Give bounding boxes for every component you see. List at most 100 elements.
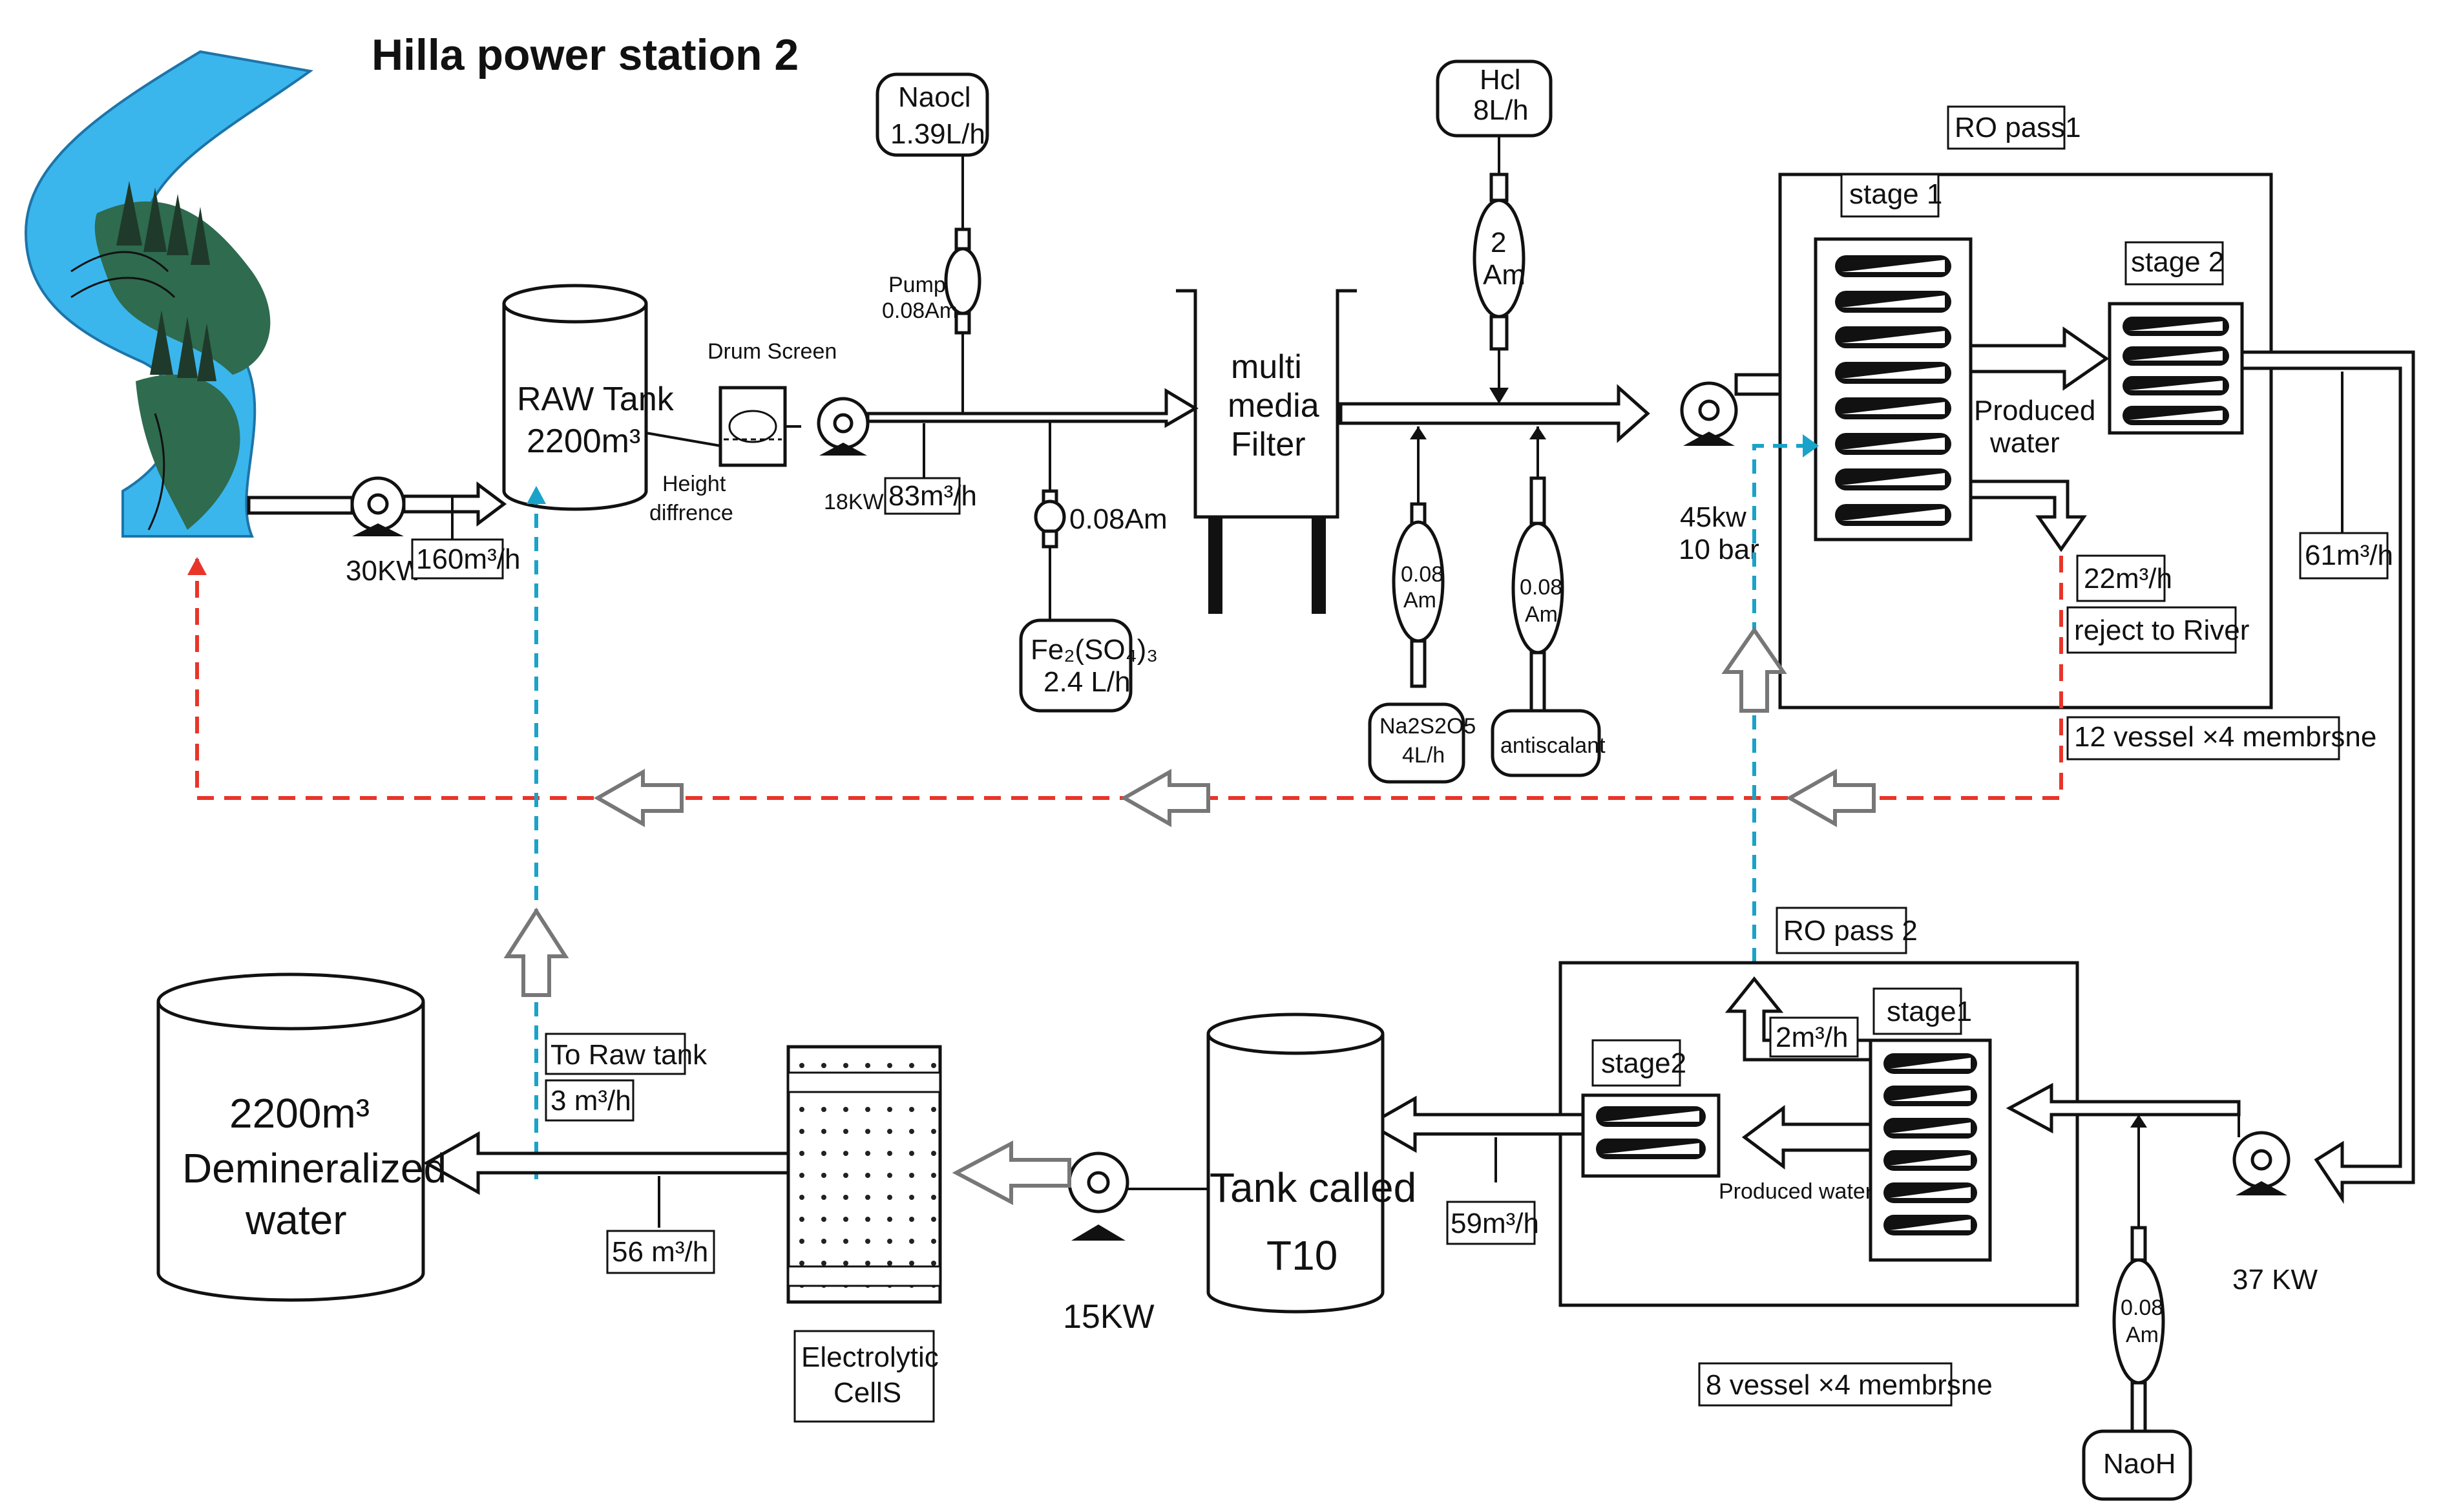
ro1-stage2: stage 2 bbox=[2131, 246, 2224, 278]
to-raw-label: To Raw tank bbox=[550, 1039, 708, 1071]
height-diff-l2: diffrence bbox=[649, 501, 733, 525]
hcl-tank bbox=[1436, 59, 1553, 138]
anti-injection-arrow bbox=[1529, 426, 1546, 439]
ro2-stage2: stage2 bbox=[1601, 1047, 1686, 1079]
reject-to-river: reject to River bbox=[2074, 614, 2249, 646]
t10-l1: Tank called bbox=[1210, 1164, 1416, 1211]
naocl-pump bbox=[944, 227, 981, 335]
demineralized-water-tank bbox=[156, 972, 425, 1302]
anti-pump-l2: Am bbox=[1525, 602, 1558, 627]
reject-return-head bbox=[187, 557, 207, 575]
ro1-vessels: 12 vessel ×4 membrsne bbox=[2074, 721, 2376, 753]
flow-83-box bbox=[884, 477, 961, 515]
ro2-produced: Produced water bbox=[1719, 1179, 1872, 1204]
ro2-return-flow-arrow bbox=[1721, 626, 1787, 713]
ro2-vessels-box bbox=[1698, 1362, 1953, 1407]
membrane-vessel-mark bbox=[1890, 1219, 1971, 1230]
flow-3: 3 m³/h bbox=[550, 1085, 631, 1117]
pump-15kw-label: 15KW bbox=[1063, 1298, 1155, 1336]
hcl-l2: 8L/h bbox=[1473, 94, 1529, 126]
ro1-product-pipe bbox=[2240, 350, 2415, 1204]
ro1-stage1-rack bbox=[1814, 237, 1973, 541]
ro2-reject-return-line bbox=[1752, 444, 1809, 985]
anti-pump-l1: 0.08 bbox=[1520, 575, 1562, 600]
ro1-stage1: stage 1 bbox=[1849, 178, 1942, 210]
pipe-to-mmf bbox=[866, 388, 1199, 428]
electrolytic-cells bbox=[786, 1045, 942, 1304]
fe-tank bbox=[1019, 618, 1133, 713]
demin-l3: water bbox=[245, 1197, 347, 1243]
membrane-vessel-mark bbox=[1890, 1122, 1971, 1133]
pump-37kw-label: 37 KW bbox=[2232, 1264, 2318, 1296]
height-diff-l1: Height bbox=[662, 472, 726, 496]
pump-30kw-label: 30KW bbox=[346, 555, 423, 587]
cells-l1: Electrolytic bbox=[801, 1341, 939, 1373]
na2s2o5-tank bbox=[1368, 702, 1465, 784]
fe-pump-label: 0.08Am bbox=[1069, 503, 1168, 535]
cells-l2: CellS bbox=[834, 1377, 901, 1409]
antiscalant-pump bbox=[1511, 476, 1564, 719]
drum-screen bbox=[718, 386, 787, 467]
pump-30kw bbox=[350, 476, 406, 536]
tank-to-screen-line bbox=[645, 432, 721, 447]
hcl-pump-l2: Am bbox=[1483, 259, 1526, 291]
ro1-vessels-box bbox=[2066, 716, 2340, 761]
na2s2o5-l2: 4L/h bbox=[1402, 743, 1445, 768]
to-raw-return-head bbox=[527, 486, 546, 504]
membrane-vessel-mark bbox=[1602, 1111, 1699, 1122]
flow-2-box bbox=[1769, 1016, 1859, 1058]
ro1-stage1-box bbox=[1840, 173, 1940, 218]
ro1-stage2-box bbox=[2124, 241, 2224, 286]
na2s2o5-l1: Na2S2O5 bbox=[1379, 714, 1476, 739]
demin-l1: 2200m³ bbox=[229, 1090, 370, 1137]
flow-59-box bbox=[1446, 1201, 1536, 1245]
arrow-to-cells bbox=[952, 1140, 1071, 1205]
naocl-pump-l1: Pump bbox=[888, 273, 946, 297]
flow-160-box bbox=[411, 538, 504, 580]
naoh-label: NaoH bbox=[2103, 1448, 2176, 1480]
pump-15kw bbox=[1067, 1151, 1129, 1241]
na-pump-l1: 0.08 bbox=[1401, 562, 1443, 587]
fe-l1: Fe₂(SO₄)₃ bbox=[1031, 634, 1158, 666]
ro1-title: RO pass1 bbox=[1955, 112, 2081, 143]
naocl-l2: 1.39L/h bbox=[890, 118, 985, 150]
fe-pump bbox=[1034, 489, 1066, 549]
ro2-stage2-box bbox=[1591, 1039, 1681, 1087]
ro1-reject-arrow bbox=[1969, 479, 2087, 552]
pipe-ro2-to-t10 bbox=[1366, 1095, 1585, 1153]
hcl-pump bbox=[1473, 173, 1526, 351]
naoh-pump-l1: 0.08 bbox=[2121, 1296, 2163, 1320]
naoh-tank bbox=[2082, 1429, 2192, 1501]
raw-tank bbox=[502, 284, 648, 511]
ro2-stage1: stage1 bbox=[1887, 996, 1972, 1027]
pump-45kw-l1: 45kw bbox=[1680, 501, 1746, 533]
membrane-vessel-mark bbox=[1841, 402, 1945, 414]
antiscalant-label: antiscalant bbox=[1500, 733, 1606, 758]
ro2-reject-arrow bbox=[1725, 976, 1872, 1062]
pump-45kw-l2: 10 bar bbox=[1679, 534, 1759, 565]
pump-18kw-label: 18KW bbox=[824, 490, 884, 514]
flow-22: 22m³/h bbox=[2084, 563, 2172, 594]
membrane-vessel-mark bbox=[2129, 351, 2223, 361]
pipe-to-ro2 bbox=[2006, 1082, 2241, 1134]
ro2-vessels: 8 vessel ×4 membrsne bbox=[1706, 1369, 1993, 1401]
flow-3-box bbox=[545, 1079, 634, 1122]
na-injection-arrow bbox=[1410, 426, 1427, 439]
demin-l2: Demineralized bbox=[182, 1145, 446, 1192]
hcl-pump-l1: 2 bbox=[1491, 227, 1506, 258]
ro1-stage1-to-stage2-arrow bbox=[1969, 326, 2110, 391]
tank-t10 bbox=[1206, 1013, 1385, 1314]
pump-18kw bbox=[817, 397, 870, 456]
naoh-injection-arrow bbox=[2130, 1115, 2147, 1128]
naocl-l1: Naocl bbox=[898, 81, 971, 113]
membrane-vessel-mark bbox=[2129, 321, 2223, 331]
hcl-l1: Hcl bbox=[1480, 64, 1521, 96]
raw-tank-line2: 2200m³ bbox=[527, 423, 640, 460]
hcl-injection-arrow bbox=[1489, 388, 1509, 404]
flow-61: 61m³/h bbox=[2305, 540, 2393, 571]
flow-56-box bbox=[606, 1230, 715, 1274]
naocl-tank bbox=[875, 72, 989, 157]
drum-screen-label: Drum Screen bbox=[708, 339, 837, 364]
ro1-title-box bbox=[1947, 105, 2066, 150]
